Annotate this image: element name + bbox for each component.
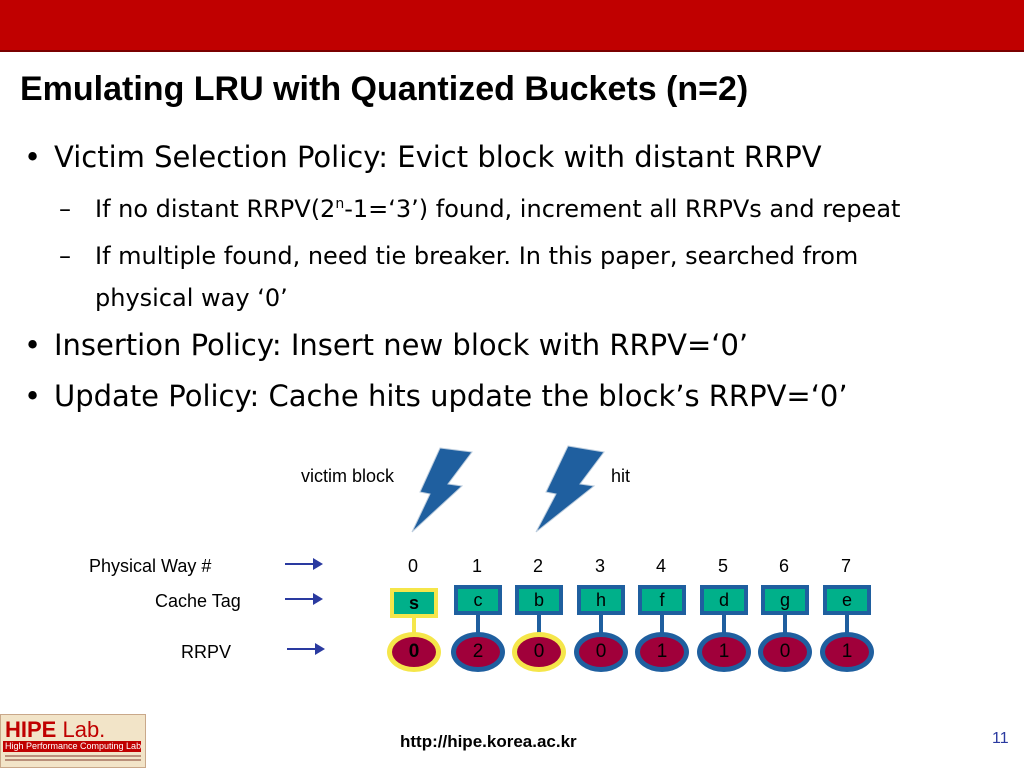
- sub-dash: –: [59, 195, 71, 223]
- way-number-0: 0: [407, 556, 418, 576]
- rrpv-way-0: 0: [387, 632, 441, 672]
- hit-label: hit: [611, 466, 631, 486]
- page-number: 11: [992, 730, 1009, 747]
- sub-text-post: -1=‘3’) found, increment all RRPVs and r…: [344, 195, 901, 223]
- subbullet-tie-breaker: – If multiple found, need tie breaker. I…: [59, 242, 859, 270]
- subbullet-tie-breaker-cont: physical way ‘0’: [95, 284, 288, 312]
- footer-url-link[interactable]: http://hipe.korea.ac.kr: [400, 732, 577, 751]
- rrpv-way-2: 0: [512, 632, 566, 672]
- bullet-dot: •: [24, 379, 42, 413]
- arrow-right-icon: [285, 593, 323, 605]
- cache-tag-way-4: f: [638, 585, 686, 615]
- logo-hipe-text: HIPE: [5, 717, 57, 742]
- rrpv-label: RRPV: [181, 642, 232, 662]
- arrow-right-icon: [287, 643, 325, 655]
- cache-tag-way-0: s: [390, 588, 438, 618]
- way-number-2: 2: [532, 556, 543, 576]
- sub-text-sup: n: [335, 196, 345, 212]
- lightning-bolt-hit-icon: [535, 445, 605, 533]
- cache-tag-way-1: c: [454, 585, 502, 615]
- logo-subtitle: High Performance Computing Lab: [3, 741, 141, 752]
- connector-way-0: [412, 615, 416, 633]
- sub-text-pre: If no distant RRPV(2: [95, 195, 336, 223]
- way-number-6: 6: [778, 556, 789, 576]
- bullet-insertion: • Insertion Policy: Insert new block wit…: [24, 328, 749, 362]
- bullet-victim-selection: • Victim Selection Policy: Evict block w…: [24, 140, 822, 174]
- connector-way-6: [783, 615, 787, 633]
- connector-way-7: [845, 615, 849, 633]
- cache-tag-way-7: e: [823, 585, 871, 615]
- sub-text-line2: physical way ‘0’: [95, 284, 288, 312]
- rrpv-way-7: 1: [820, 632, 874, 672]
- sub-dash: –: [59, 242, 71, 270]
- connector-way-4: [660, 615, 664, 633]
- cache-tag-way-3: h: [577, 585, 625, 615]
- bullet-text: Victim Selection Policy: Evict block wit…: [54, 140, 822, 174]
- rrpv-way-5: 1: [697, 632, 751, 672]
- logo-fine-print: [5, 755, 141, 765]
- logo-title: HIPE Lab.: [5, 717, 105, 743]
- cache-tag-way-6: g: [761, 585, 809, 615]
- bullet-text: Insertion Policy: Insert new block with …: [54, 328, 749, 362]
- rrpv-way-6: 0: [758, 632, 812, 672]
- way-number-5: 5: [717, 556, 728, 576]
- physical-way-label: Physical Way #: [89, 556, 212, 576]
- cache-tag-way-5: d: [700, 585, 748, 615]
- way-number-4: 4: [655, 556, 666, 576]
- rrpv-way-4: 1: [635, 632, 689, 672]
- rrpv-way-3: 0: [574, 632, 628, 672]
- bullet-update: • Update Policy: Cache hits update the b…: [24, 379, 848, 413]
- connector-way-5: [722, 615, 726, 633]
- cache-tag-way-2: b: [515, 585, 563, 615]
- hipe-lab-logo: HIPE Lab. High Performance Computing Lab: [0, 714, 146, 768]
- sub-text-line1: If multiple found, need tie breaker. In …: [95, 242, 859, 270]
- lightning-bolt-victim-icon: [411, 447, 473, 533]
- victim-block-label: victim block: [301, 466, 395, 486]
- bullet-dot: •: [24, 140, 42, 174]
- connector-way-1: [476, 615, 480, 633]
- way-number-1: 1: [471, 556, 482, 576]
- way-number-7: 7: [840, 556, 851, 576]
- top-banner: [0, 0, 1024, 52]
- subbullet-increment: – If no distant RRPV(2n-1=‘3’) found, in…: [59, 195, 901, 223]
- rrpv-way-1: 2: [451, 632, 505, 672]
- connector-way-3: [599, 615, 603, 633]
- bullet-text: Update Policy: Cache hits update the blo…: [54, 379, 848, 413]
- logo-lab-text: Lab.: [56, 717, 106, 742]
- way-number-3: 3: [594, 556, 605, 576]
- connector-way-2: [537, 615, 541, 633]
- slide-title: Emulating LRU with Quantized Buckets (n=…: [20, 70, 749, 108]
- arrow-right-icon: [285, 558, 323, 570]
- bullet-dot: •: [24, 328, 42, 362]
- cache-tag-label: Cache Tag: [155, 591, 241, 611]
